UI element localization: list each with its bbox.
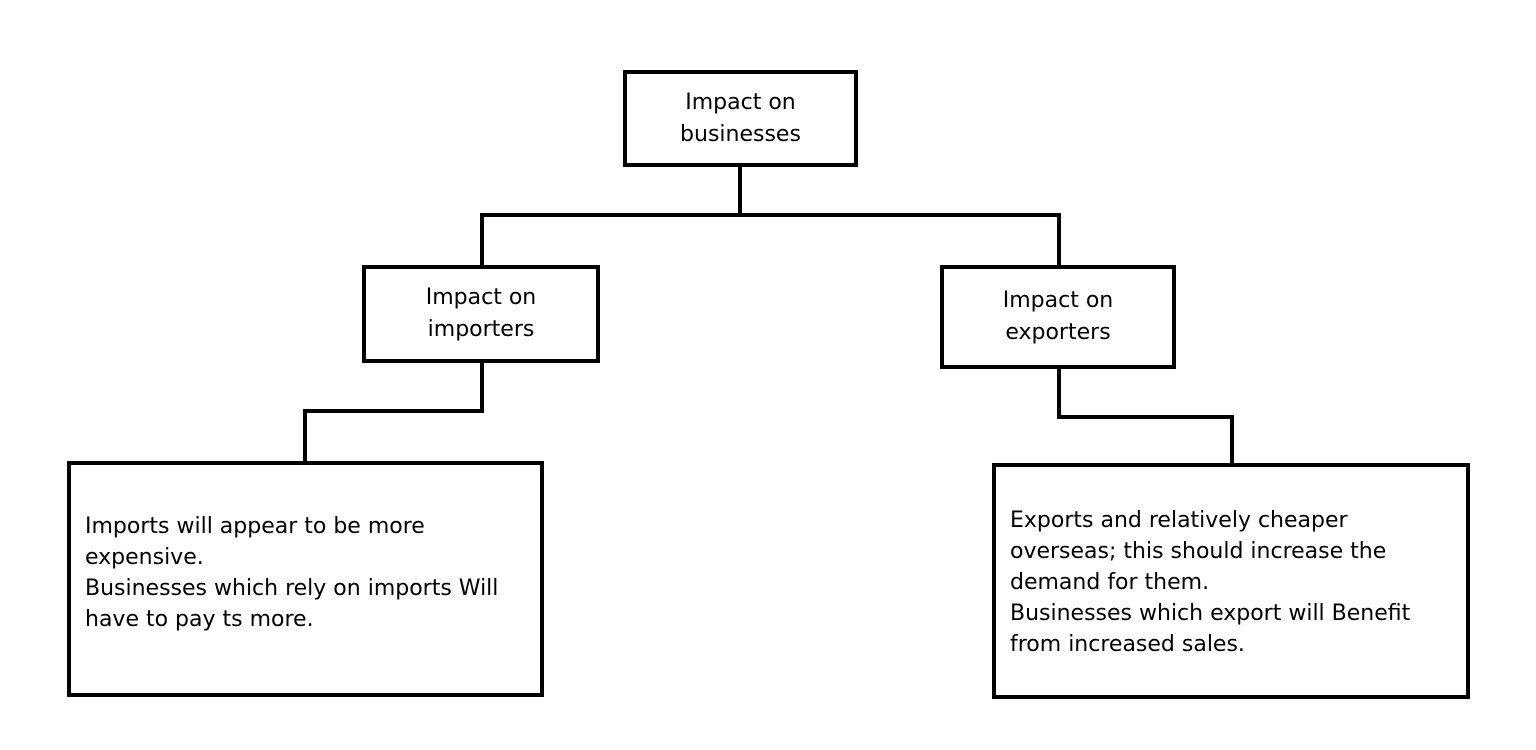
node-impact-on-importers: Impact on importers [362,265,600,363]
exporters-detail-line-2: overseas; this should increase the [1010,539,1387,564]
exporters-detail-line-4: Businesses which export will Benefit [1010,601,1411,626]
importers-detail-line-2: expensive. [85,545,204,570]
importers-detail-line-4: have to pay ts more. [85,607,314,632]
exporters-node-line-2: exporters [1005,320,1111,345]
root-node-line-1: Impact on [685,89,796,115]
exporters-detail-box: Exports and relatively cheaper overseas;… [992,463,1470,699]
importers-detail-box: Imports will appear to be more expensive… [67,461,544,697]
importers-node-line-1: Impact on [425,285,537,310]
exporters-detail-line-5: from increased sales. [1010,632,1245,657]
importers-detail-line-3: Businesses which rely on imports Will [85,576,499,601]
exporters-detail-line-1: Exports and relatively cheaper [1010,508,1348,533]
exporters-node-line-1: Impact on [1002,288,1114,313]
root-node-line-2: businesses [680,121,801,147]
connector-exporters-to-detail [1057,368,1234,465]
node-impact-on-exporters: Impact on exporters [940,265,1176,369]
connector-importers-to-detail [303,362,484,463]
exporters-detail-line-3: demand for them. [1010,570,1210,595]
root-node-impact-on-businesses: Impact on businesses [623,70,858,167]
importers-detail-line-1: Imports will appear to be more [85,514,425,539]
importers-node-line-2: importers [427,317,535,342]
